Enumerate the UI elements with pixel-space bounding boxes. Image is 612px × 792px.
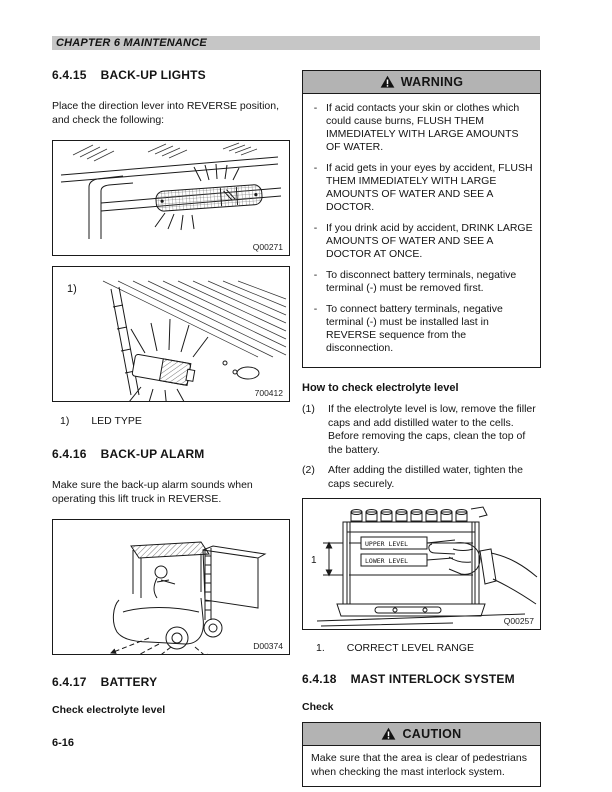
step-item: (1) If the electrolyte level is low, rem…	[302, 403, 536, 456]
lower-level-label: LOWER LEVEL	[365, 557, 408, 565]
section-title: BACK-UP LIGHTS	[100, 68, 206, 82]
section-number: 6.4.17	[52, 675, 87, 689]
mast-interlock-subheading: Check	[302, 701, 334, 713]
backup-light-illustration	[60, 142, 282, 239]
section-number: 6.4.15	[52, 68, 87, 82]
caution-box: CAUTION Make sure that the area is clear…	[302, 722, 541, 787]
warning-item: - To disconnect battery terminals, negat…	[313, 269, 517, 294]
figure-code: D00374	[253, 641, 283, 651]
figure-battery-level: UPPER LEVEL LOWER LEVEL 1	[302, 498, 541, 630]
warning-box: WARNING - If acid contacts your skin or …	[302, 70, 541, 368]
warning-item: - If acid gets in your eyes by accident,…	[313, 162, 533, 213]
caption-text: LED TYPE	[91, 415, 142, 427]
led-type-caption: 1) LED TYPE	[52, 415, 290, 427]
figure-code: Q00257	[503, 616, 534, 626]
electrolyte-steps: (1) If the electrolyte level is low, rem…	[302, 403, 541, 491]
section-heading-battery: 6.4.17 BATTERY	[52, 675, 290, 689]
figure-led-light: 1) 700412	[52, 266, 290, 402]
caption-text: CORRECT LEVEL RANGE	[346, 642, 474, 654]
warning-item: - If you drink acid by accident, DRINK L…	[313, 222, 533, 260]
section-heading-backup-lights: 6.4.15 BACK-UP LIGHTS	[52, 68, 290, 82]
backup-lights-body: Place the direction lever into REVERSE p…	[52, 100, 280, 126]
warning-item: - If acid contacts your skin or clothes …	[313, 102, 520, 153]
figure-backup-alarm-truck: D00374	[52, 519, 290, 655]
led-light-illustration: 1)	[67, 280, 287, 401]
warning-triangle-icon	[380, 75, 395, 88]
forklift-illustration	[110, 541, 267, 654]
caption-number: 1.	[316, 642, 325, 654]
page-number: 6-16	[52, 737, 75, 749]
caption-number: 1)	[60, 415, 70, 427]
figure-code: 700412	[254, 388, 283, 398]
section-number: 6.4.18	[302, 672, 337, 686]
battery-level-illustration: UPPER LEVEL LOWER LEVEL 1	[311, 506, 538, 627]
caution-header: CAUTION	[303, 723, 540, 746]
section-number: 6.4.16	[52, 447, 87, 461]
figure-backup-light: Q00271	[52, 140, 290, 256]
section-title: BATTERY	[100, 675, 158, 689]
chapter-header-bar: CHAPTER 6 MAINTENANCE	[52, 36, 540, 50]
level-range-callout: 1	[311, 555, 317, 566]
warning-title: WARNING	[400, 75, 464, 89]
level-range-caption: 1. CORRECT LEVEL RANGE	[302, 642, 541, 654]
figure-code: Q00271	[252, 242, 283, 252]
backup-alarm-body: Make sure the back-up alarm sounds when …	[52, 479, 253, 505]
figure-inner-label: 1)	[67, 283, 77, 295]
upper-level-label: UPPER LEVEL	[365, 540, 408, 548]
section-heading-backup-alarm: 6.4.16 BACK-UP ALARM	[52, 447, 290, 461]
caution-body: Make sure that the area is clear of pede…	[311, 752, 527, 778]
step-item: (2) After adding the distilled water, ti…	[302, 464, 523, 490]
warning-body: - If acid contacts your skin or clothes …	[303, 94, 540, 367]
left-column: 6.4.15 BACK-UP LIGHTS Place the directio…	[52, 64, 290, 716]
pointing-hand-illustration	[428, 542, 538, 605]
battery-subheading: Check electrolyte level	[52, 704, 166, 716]
caution-title: CAUTION	[402, 727, 462, 741]
warning-triangle-icon	[382, 727, 396, 740]
right-column: WARNING - If acid contacts your skin or …	[302, 64, 541, 787]
section-title: MAST INTERLOCK SYSTEM	[350, 672, 515, 686]
warning-item: - To connect battery terminals, negative…	[313, 303, 503, 354]
chapter-title: CHAPTER 6 MAINTENANCE	[56, 37, 207, 49]
section-title: BACK-UP ALARM	[100, 447, 205, 461]
warning-header: WARNING	[303, 71, 540, 94]
section-heading-mast-interlock: 6.4.18 MAST INTERLOCK SYSTEM	[302, 672, 541, 686]
electrolyte-heading: How to check electrolyte level	[302, 382, 459, 394]
